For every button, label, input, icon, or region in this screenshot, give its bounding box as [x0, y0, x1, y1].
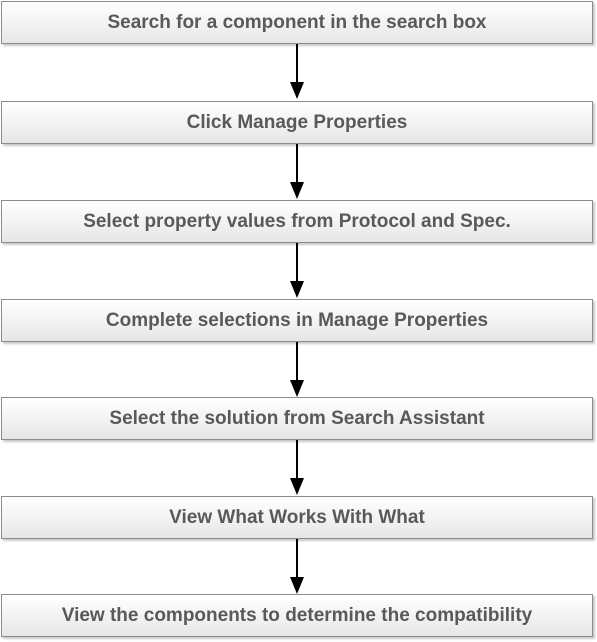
arrow-down-icon [290, 144, 304, 199]
step-label: Select property values from Protocol and… [83, 210, 511, 232]
step-label: View the components to determine the com… [61, 604, 533, 626]
arrow-down-icon [290, 342, 304, 397]
step-label: Select the solution from Search Assistan… [109, 407, 485, 429]
step-label: Click Manage Properties [186, 111, 408, 133]
step-label: Search for a component in the search box [107, 11, 487, 33]
step-select-solution: Select the solution from Search Assistan… [1, 397, 593, 440]
step-label: Complete selections in Manage Properties [105, 309, 489, 331]
arrow-down-icon [290, 44, 304, 99]
step-view-what-works: View What Works With What [1, 496, 593, 539]
step-select-property-values: Select property values from Protocol and… [1, 200, 593, 243]
arrow-down-icon [290, 243, 304, 298]
step-complete-selections: Complete selections in Manage Properties [1, 299, 593, 342]
arrow-down-icon [290, 440, 304, 495]
step-click-manage-properties: Click Manage Properties [1, 101, 593, 144]
step-search-component: Search for a component in the search box [1, 1, 593, 44]
step-label: View What Works With What [169, 506, 425, 528]
arrow-down-icon [290, 539, 304, 594]
step-view-components: View the components to determine the com… [1, 594, 593, 637]
